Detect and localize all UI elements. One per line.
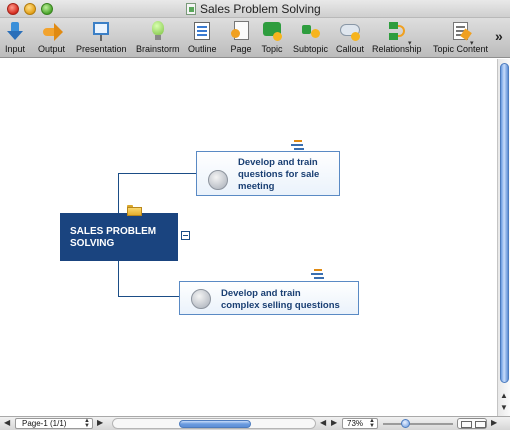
minimize-window-button[interactable] [24, 3, 36, 15]
zoom-value: 73% [347, 419, 364, 428]
toolbar-input-button[interactable]: Input [4, 20, 26, 56]
vertical-scroll-thumb[interactable] [500, 63, 509, 383]
folder-icon[interactable] [127, 205, 142, 216]
toolbar-topic-button[interactable]: Topic [261, 20, 283, 56]
topic-text-line: Develop and train [238, 157, 318, 168]
toolbar-callout-label: Callout [336, 44, 365, 54]
topic-content-dropdown-arrow-icon[interactable]: ▾ [470, 40, 474, 47]
outline-icon [191, 20, 213, 42]
window-title: Sales Problem Solving [200, 2, 321, 16]
toolbar-relationship-button[interactable]: Relationship [372, 20, 422, 56]
scroll-down-arrow-icon[interactable]: ▼ [500, 403, 508, 412]
toolbar-presentation-button[interactable]: Presentation [76, 20, 127, 56]
topic-text-line: Develop and train [221, 288, 301, 299]
previous-page-arrow-icon[interactable]: ◀ [4, 418, 11, 427]
view-mode-toggle[interactable] [457, 418, 487, 429]
connector-line [118, 173, 119, 213]
topic-shape-icon [191, 289, 211, 309]
toolbar: Input Output Presentation Brainstorm Out… [0, 18, 510, 58]
page-selector-value: Page-1 (1/1) [22, 419, 67, 428]
relationship-icon [386, 20, 408, 42]
callout-icon [339, 20, 361, 42]
output-icon [41, 20, 63, 42]
page-selector[interactable]: Page-1 (1/1) ▲▼ [15, 418, 93, 429]
topic-shape-icon [208, 170, 228, 190]
scroll-right-arrow-icon[interactable]: ▶ [331, 418, 338, 427]
toolbar-presentation-label: Presentation [76, 44, 127, 54]
topic-content-icon [450, 20, 472, 42]
expand-panel-arrow-icon[interactable]: ▶ [491, 418, 498, 427]
status-bar: ◀ Page-1 (1/1) ▲▼ ▶ ◀ ▶ 73% ▲▼ ▶ [0, 416, 510, 430]
connector-line [118, 173, 196, 174]
central-topic-line: SOLVING [70, 238, 115, 249]
toolbar-outline-label: Outline [188, 44, 217, 54]
toolbar-topic-content-button[interactable]: Topic Content [433, 20, 488, 56]
toolbar-subtopic-label: Subtopic [293, 44, 329, 54]
vertical-scrollbar[interactable]: ▲ ▼ [497, 59, 510, 416]
notes-icon[interactable] [288, 140, 306, 152]
central-topic[interactable]: SALES PROBLEM SOLVING [60, 213, 178, 261]
close-window-button[interactable] [7, 3, 19, 15]
toolbar-callout-button[interactable]: Callout [336, 20, 364, 56]
zoom-slider-knob[interactable] [401, 419, 410, 428]
toolbar-output-label: Output [38, 44, 66, 54]
page-icon [230, 20, 252, 42]
topic-text-line: complex selling questions [221, 300, 340, 311]
toolbar-page-button[interactable]: Page [230, 20, 252, 56]
horizontal-scrollbar[interactable] [112, 418, 316, 429]
notes-icon[interactable] [308, 269, 326, 281]
horizontal-scroll-thumb[interactable] [179, 420, 251, 428]
scroll-left-arrow-icon[interactable]: ◀ [320, 418, 327, 427]
zoom-slider-track[interactable] [383, 423, 453, 425]
collapse-toggle-button[interactable] [181, 231, 190, 240]
subtopic-develop-questions-sale-meeting[interactable]: Develop and train questions for sale mee… [196, 151, 340, 196]
central-topic-line: SALES PROBLEM [70, 226, 157, 237]
connector-line [118, 296, 179, 297]
topic-text-line: meeting [238, 181, 275, 192]
topic-icon [261, 20, 283, 42]
toolbar-brainstorm-label: Brainstorm [136, 44, 180, 54]
toolbar-relationship-label: Relationship [372, 44, 422, 54]
subtopic-develop-complex-selling-questions[interactable]: Develop and train complex selling questi… [179, 281, 359, 315]
toolbar-outline-button[interactable]: Outline [188, 20, 217, 56]
toolbar-overflow-button[interactable]: » [495, 28, 503, 44]
toolbar-input-label: Input [4, 44, 26, 54]
toolbar-topic-content-label: Topic Content [433, 44, 489, 54]
zoom-selector[interactable]: 73% ▲▼ [342, 418, 378, 429]
input-icon [4, 20, 26, 42]
connector-line [118, 261, 119, 297]
toolbar-page-label: Page [230, 44, 252, 54]
zoom-window-button[interactable] [41, 3, 53, 15]
title-bar: Sales Problem Solving [0, 0, 510, 18]
page-stepper-icon: ▲▼ [84, 418, 90, 429]
next-page-arrow-icon[interactable]: ▶ [97, 418, 104, 427]
presentation-icon [90, 20, 112, 42]
toolbar-subtopic-button[interactable]: Subtopic [293, 20, 328, 56]
window-title-group: Sales Problem Solving [186, 2, 321, 16]
toolbar-topic-label: Topic [261, 44, 283, 54]
brainstorm-icon [147, 20, 169, 42]
relationship-dropdown-arrow-icon[interactable]: ▾ [408, 40, 412, 47]
subtopic-icon [300, 20, 322, 42]
topic-text-line: questions for sale [238, 169, 320, 180]
document-icon [186, 3, 196, 15]
scroll-up-arrow-icon[interactable]: ▲ [500, 391, 508, 400]
toolbar-output-button[interactable]: Output [38, 20, 65, 56]
toolbar-brainstorm-button[interactable]: Brainstorm [136, 20, 180, 56]
zoom-stepper-icon: ▲▼ [369, 418, 375, 429]
